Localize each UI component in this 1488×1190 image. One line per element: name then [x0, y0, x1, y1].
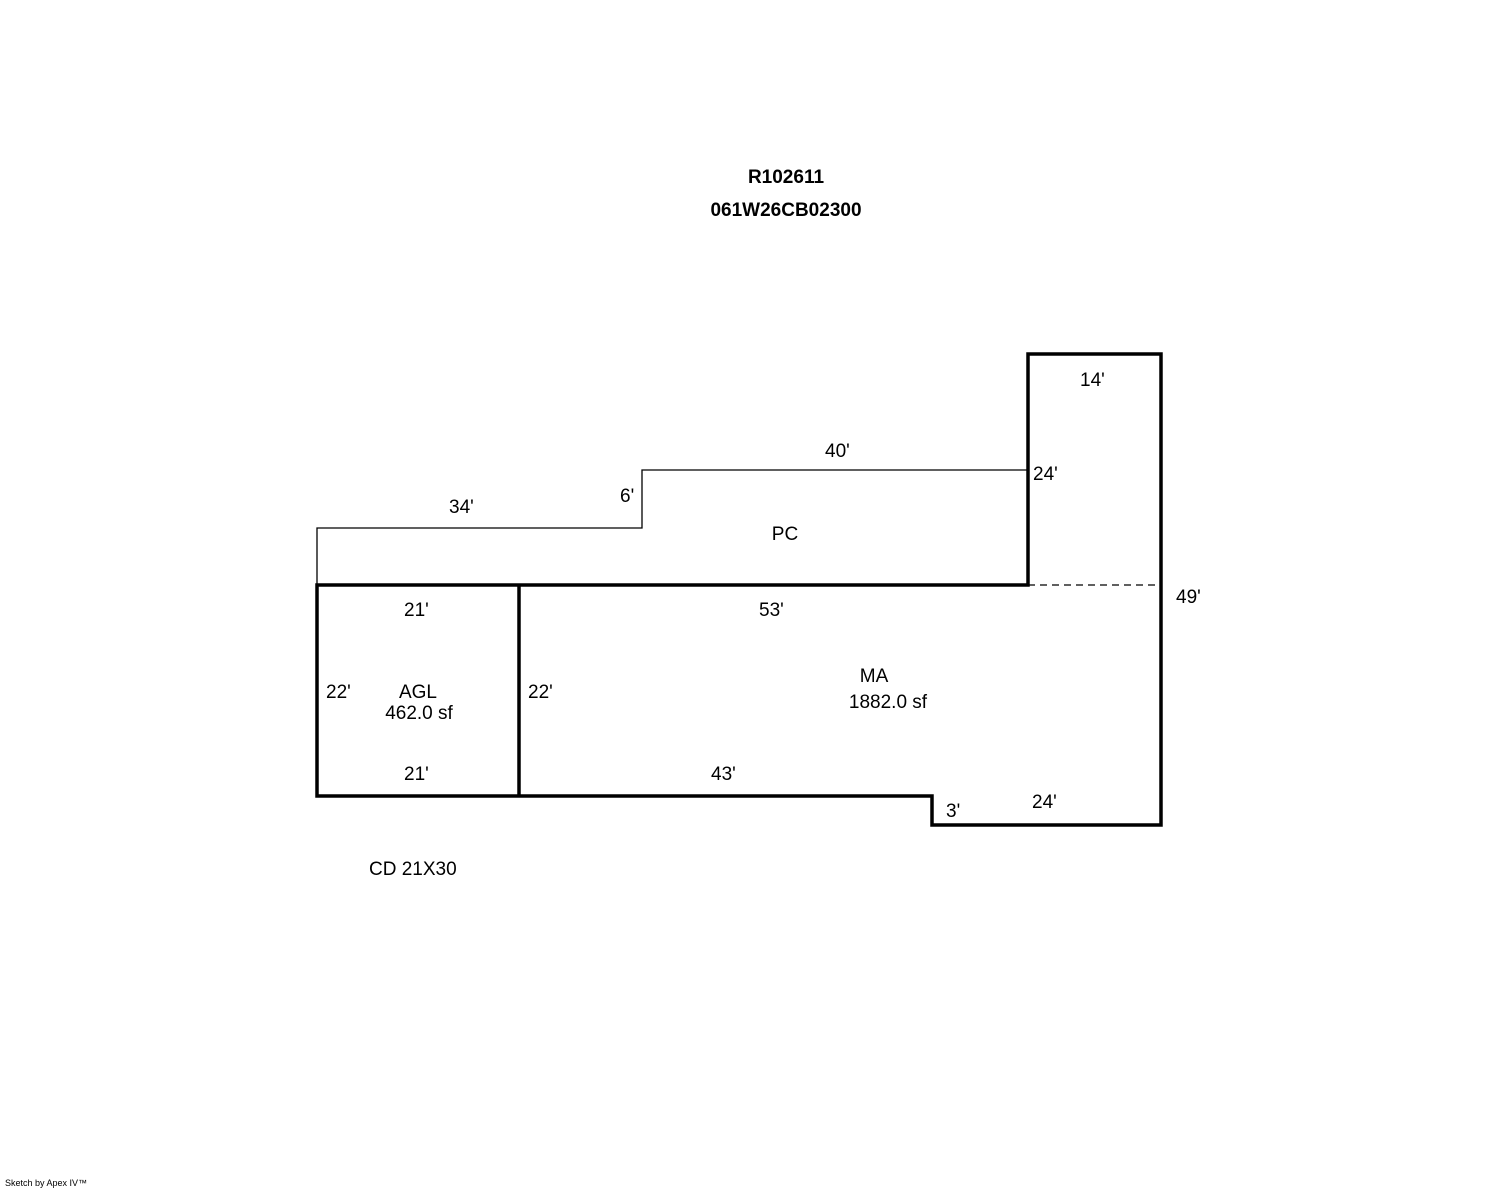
pc-outline [316, 469, 1028, 585]
main-outline [315, 352, 1163, 827]
dim-ma-jog: 3' [946, 801, 960, 822]
cd-note: CD 21X30 [369, 859, 457, 880]
dim-pc-step: 6' [620, 486, 634, 507]
area-pc-code: PC [772, 524, 798, 545]
dim-agl-bottom: 21' [404, 764, 429, 785]
area-ma-code: MA [860, 666, 889, 687]
dim-ma-bottom: 43' [711, 764, 736, 785]
dim-ell-top: 14' [1080, 370, 1105, 391]
sketch-credit: Sketch by Apex IV™ [5, 1178, 88, 1188]
map-number: 061W26CB02300 [710, 200, 862, 221]
dim-agl-left: 22' [326, 682, 351, 703]
dim-pc-left-top: 34' [449, 497, 474, 518]
dim-pc-height: 24' [1033, 464, 1058, 485]
area-agl-size: 462.0 sf [385, 703, 453, 724]
parcel-id: R102611 [747, 167, 825, 188]
dim-ma-top: 53' [759, 600, 784, 621]
dim-ma-right: 49' [1176, 587, 1201, 608]
dim-agl-top: 21' [404, 600, 429, 621]
dim-pc-right-top: 40' [825, 441, 850, 462]
area-ma-size: 1882.0 sf [849, 692, 928, 713]
dim-ma-bottom-right: 24' [1032, 792, 1057, 813]
area-agl-code: AGL [399, 682, 437, 703]
dim-ma-left: 22' [528, 682, 553, 703]
